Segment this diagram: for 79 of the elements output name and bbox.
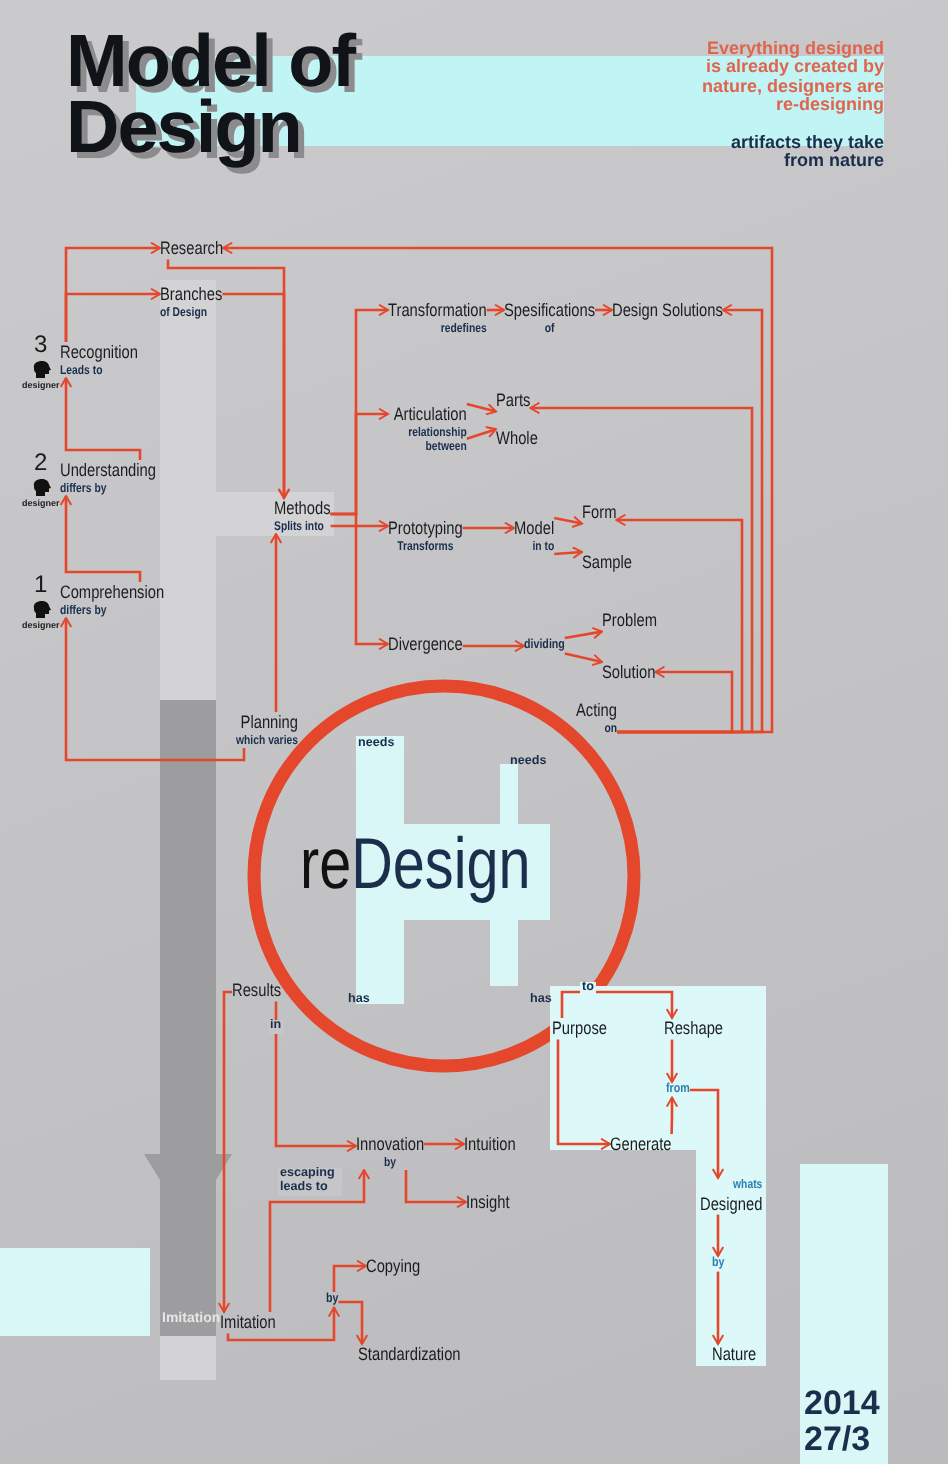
concept-label: Prototyping [388,518,463,540]
arrow [462,639,525,653]
arrow [553,515,583,528]
concept-label: Reshape [664,1018,724,1040]
arrow [595,303,613,317]
arrow [466,426,497,441]
concept-label: Standardization [358,1344,461,1366]
step-number: 2 [34,450,48,474]
arrow [564,652,603,667]
concept-label: Comprehension [60,582,165,604]
concept-label: Form [582,502,617,524]
concept-label: Branches [160,284,223,306]
arrow [268,1169,371,1312]
concept-label: Design Solutions [612,300,723,322]
arrow [560,990,679,1019]
arrow [486,303,505,317]
arrow [64,287,161,342]
concept-label: Insight [466,1192,510,1214]
concept-label: Acting [576,700,618,722]
arrow [217,990,232,1313]
concept-label: Spesifications [504,300,596,322]
arrow [462,521,515,535]
arrow [404,1170,467,1209]
arrow [617,665,734,734]
concept-label: Problem [602,610,657,632]
concept-label: Innovation [356,1134,425,1156]
arrow [564,627,603,640]
arrow [615,513,744,734]
arrow [689,1088,725,1179]
concept-label: Methods [274,498,331,520]
arrow [424,1137,465,1151]
concept-label: Designed [700,1193,763,1215]
arrow [554,546,583,559]
concept-label: Results [232,980,282,1002]
arrow [222,241,774,734]
arrow [222,292,291,499]
arrow [59,617,246,762]
concept-label: Parts [496,390,531,412]
concept-label: Purpose [552,1018,607,1040]
tagline-text: Everything designed is already created by nature, designers are re-designing [699,40,884,116]
arrow [330,519,389,533]
arrow [711,1271,725,1345]
concept-label: Research [160,238,224,260]
concept-label: Understanding [60,460,156,482]
arrow [466,402,497,416]
concept-label: Copying [366,1256,421,1278]
concept-label: Solution [602,662,656,684]
central-title: re [300,828,352,900]
concept-label: Imitation [220,1312,276,1334]
arrow [274,1001,357,1153]
concept-label: Generate [610,1134,672,1156]
arrow [269,533,283,712]
date-text: 27/3 [804,1422,871,1458]
concept-label: Intuition [464,1134,516,1156]
step-number: 1 [34,572,48,596]
date-text: 2014 [804,1386,880,1422]
arrow [711,1214,725,1257]
concept-label: Model [514,518,555,540]
concept-label: Planning [240,712,298,734]
arrow [59,377,142,460]
concept-label: Whole [496,428,538,450]
concept-label: Transformation [388,300,487,322]
arrow [330,512,389,651]
arrow [529,401,754,734]
arrow [665,1039,679,1083]
concept-label: Articulation [393,404,467,426]
concept-label: Sample [582,552,633,574]
concept-label: Recognition [60,342,138,364]
arrow [665,1096,679,1135]
central-title: Design [351,828,531,900]
arrow [332,1259,367,1292]
arrow [556,1039,611,1151]
step-number: 3 [34,332,48,356]
arrow [338,1300,369,1345]
tagline-text: artifacts they take from nature [728,134,884,172]
concept-label: Divergence [388,634,463,656]
arrow [59,495,142,582]
concept-label: Nature [712,1344,757,1366]
arrow [226,1306,341,1342]
